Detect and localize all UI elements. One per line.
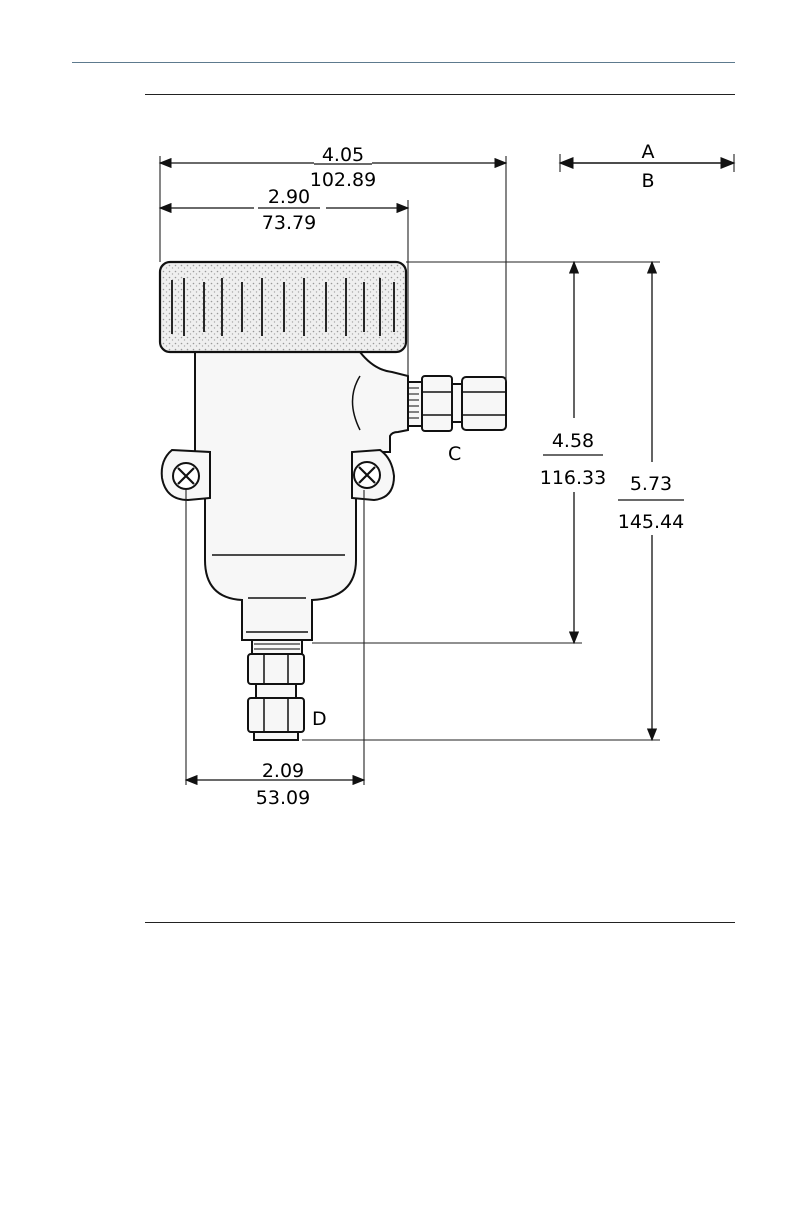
callout-c: C (448, 443, 461, 465)
legend-label-b: B (641, 170, 654, 192)
cap-width-inches: 2.90 (268, 186, 310, 208)
callout-d: D (312, 708, 327, 730)
overall-height-inches: 5.73 (630, 473, 672, 495)
body-height-mm: 116.33 (540, 467, 606, 489)
overall-height-mm: 145.44 (618, 511, 684, 533)
bottom-fitting (248, 640, 304, 740)
legend-label-a: A (642, 141, 655, 163)
body-height-inches: 4.58 (552, 430, 594, 452)
overall-width-mm: 102.89 (310, 169, 376, 191)
side-fitting (406, 376, 506, 431)
overall-width-inches: 4.05 (322, 144, 364, 166)
device-illustration (160, 262, 506, 740)
mount-spacing-inches: 2.09 (262, 760, 304, 782)
mount-spacing-mm: 53.09 (256, 787, 310, 809)
ribbed-cap (160, 262, 406, 352)
units-legend: A B (560, 141, 734, 192)
cap-width-mm: 73.79 (262, 212, 316, 234)
